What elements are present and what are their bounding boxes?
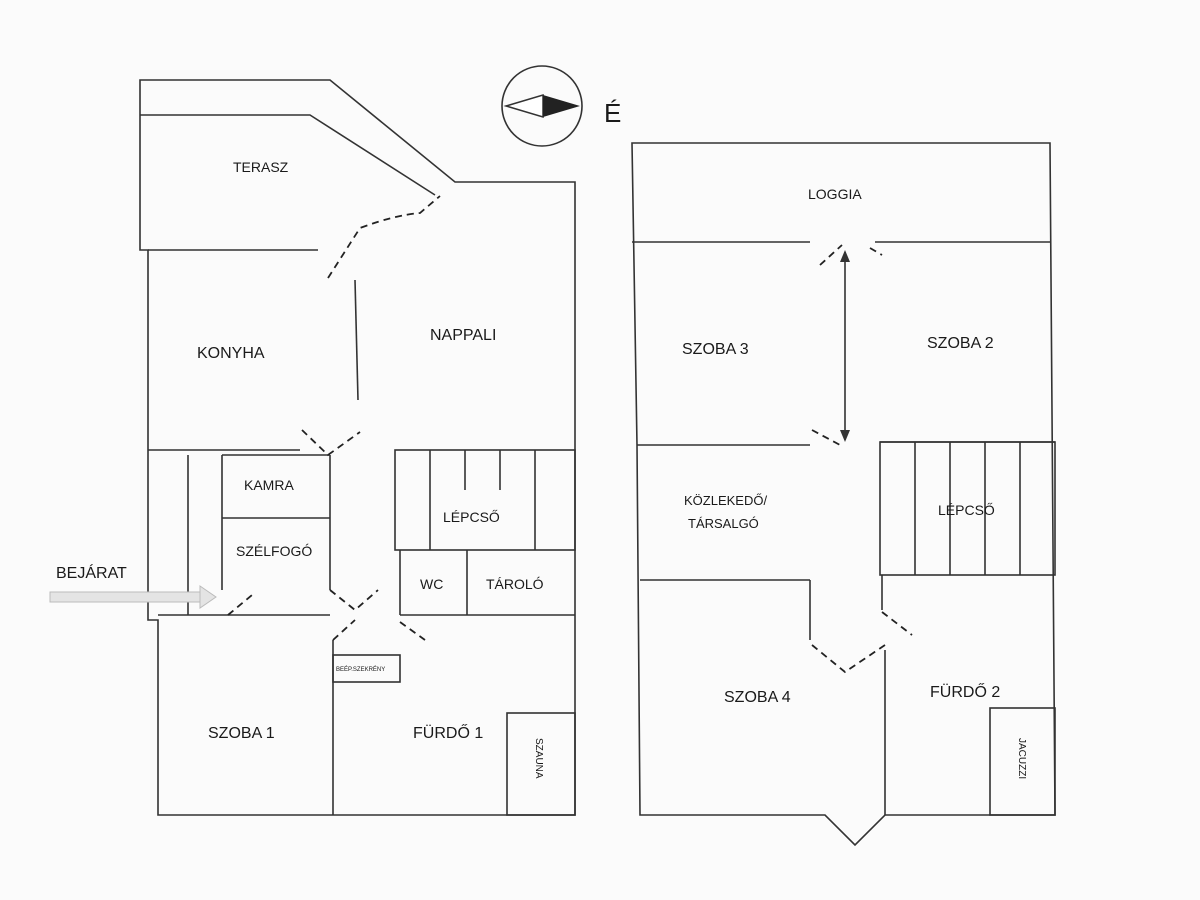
room-nappali: NAPPALI	[430, 327, 496, 344]
room-lepcso-upper: LÉPCSŐ	[938, 502, 995, 518]
room-szoba3: SZOBA 3	[682, 341, 749, 358]
room-szoba4: SZOBA 4	[724, 689, 791, 706]
room-jacuzzi: JACUZZI	[1016, 738, 1027, 779]
entrance-arrow-icon	[49, 585, 217, 609]
room-kamra: KAMRA	[244, 477, 294, 493]
room-beep-szekreny: BEÉP.SZEKRÉNY	[336, 666, 385, 673]
room-loggia: LOGGIA	[808, 186, 862, 202]
upper-floor-plan	[631, 142, 1056, 847]
room-kozlekedo-line2: TÁRSALGÓ	[688, 516, 759, 531]
room-kozlekedo-line1: KÖZLEKEDŐ/	[684, 493, 767, 508]
room-szoba1: SZOBA 1	[208, 725, 275, 742]
room-wc: WC	[420, 576, 443, 592]
compass-icon	[501, 65, 583, 147]
north-label: É	[604, 98, 621, 128]
room-szoba2: SZOBA 2	[927, 335, 994, 352]
room-szelfogo: SZÉLFOGÓ	[236, 543, 312, 559]
room-furdo2: FÜRDŐ 2	[930, 682, 1000, 701]
room-konyha: KONYHA	[197, 345, 265, 362]
room-terasz: TERASZ	[233, 159, 289, 175]
entrance-label: BEJÁRAT	[56, 563, 127, 582]
room-tarolo: TÁROLÓ	[486, 576, 544, 592]
room-furdo1: FÜRDŐ 1	[413, 723, 483, 742]
room-szauna: SZAUNA	[533, 738, 544, 779]
room-lepcso-ground: LÉPCSŐ	[443, 509, 500, 525]
ground-floor-plan	[49, 79, 576, 816]
